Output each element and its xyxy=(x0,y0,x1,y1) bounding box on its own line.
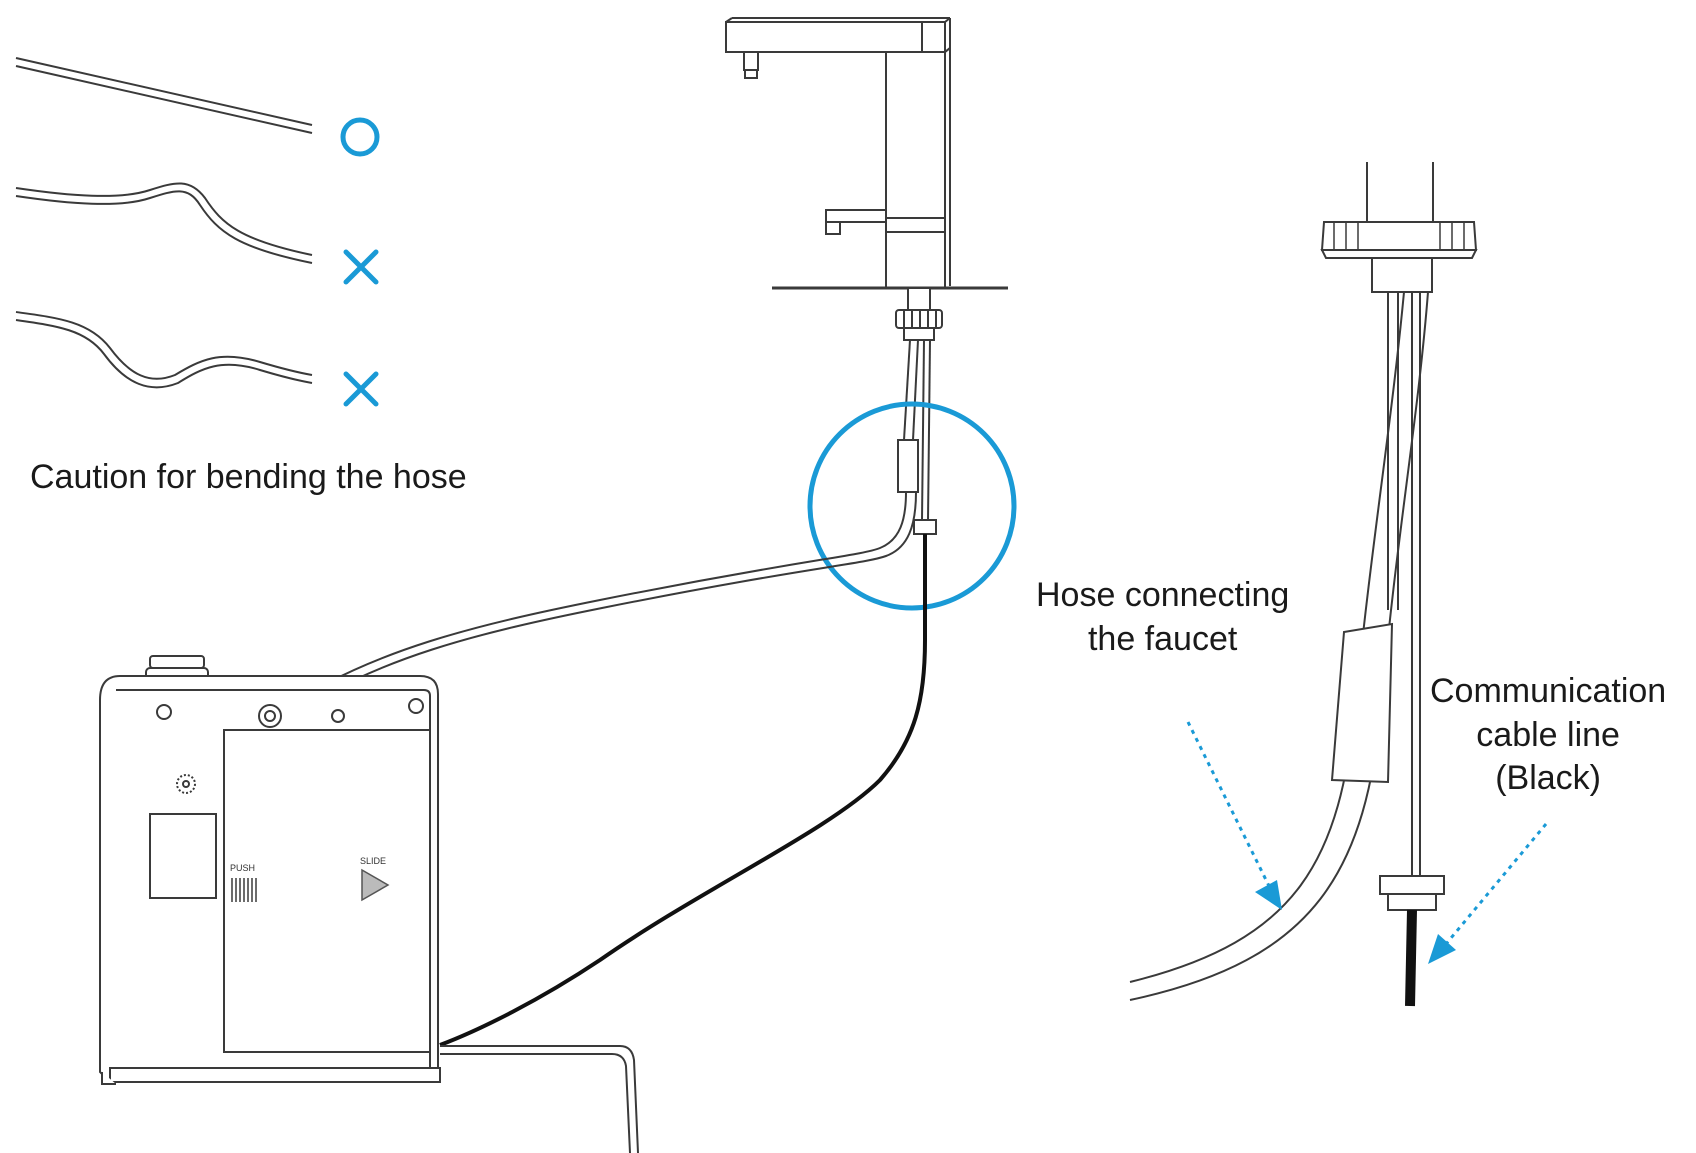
slide-text: SLIDE xyxy=(360,856,386,866)
cable-label-line: (Black) xyxy=(1495,759,1601,798)
slide-control: SLIDE xyxy=(360,856,390,902)
communication-cable xyxy=(439,519,937,1047)
purifier-unit xyxy=(99,655,639,1153)
cable-label-line: cable line xyxy=(1476,715,1620,754)
bend-example-bent xyxy=(15,182,379,285)
bend-highlight-circle xyxy=(807,401,1017,611)
push-control: PUSH xyxy=(230,863,257,902)
caution-label: Caution for bending the hose xyxy=(30,458,467,496)
faucet-hoses xyxy=(897,339,931,521)
hose-label: Hose connecting the faucet xyxy=(1036,574,1289,661)
closeup-detail xyxy=(1129,162,1478,1001)
bend-example-straight xyxy=(15,57,380,157)
bend-example-wavy xyxy=(15,311,379,407)
arrow-head-icon xyxy=(1428,934,1456,964)
faucet-hose xyxy=(281,491,917,719)
push-text: PUSH xyxy=(230,863,255,873)
circle-mark-icon xyxy=(340,117,380,157)
slide-arrow-icon xyxy=(361,868,390,902)
hose-pointer-arrow xyxy=(1186,721,1282,910)
faucet-illustration xyxy=(725,17,1008,341)
cable-label-line: Communication xyxy=(1430,672,1667,710)
hose-label-line: Hose connecting xyxy=(1036,576,1290,614)
cable-label: Communication cable line (Black) xyxy=(1430,670,1666,801)
cross-mark-icon xyxy=(343,371,379,407)
closeup-black-cable xyxy=(1405,909,1417,1007)
arrow-head-icon xyxy=(1255,880,1282,910)
cable-pointer-arrow xyxy=(1428,823,1548,964)
cross-mark-icon xyxy=(343,249,379,285)
hose-label-line: the faucet xyxy=(1087,619,1238,658)
